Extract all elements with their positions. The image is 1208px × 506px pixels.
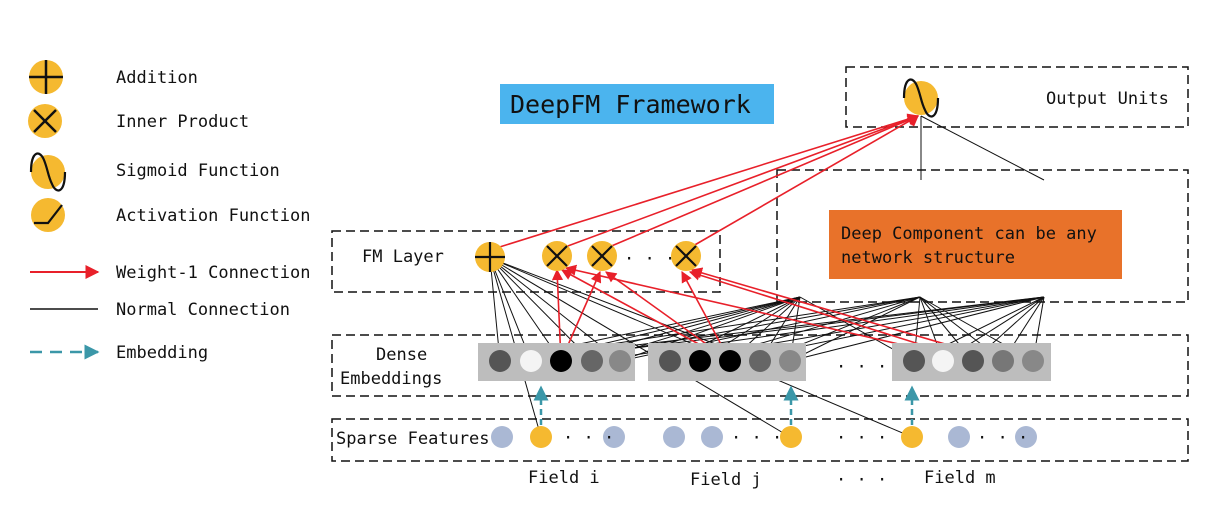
fm-ellipsis: · · · bbox=[624, 249, 675, 269]
fm-inner-product-node-1 bbox=[542, 241, 572, 271]
sigmoid-icon bbox=[29, 152, 67, 192]
dense-embeddings-box bbox=[331, 334, 1189, 397]
output-sigmoid-node bbox=[902, 78, 940, 118]
legend-inner-product-label: Inner Product bbox=[116, 112, 249, 132]
deep-component-text-1: Deep Component can be any bbox=[841, 224, 1097, 244]
legend-normal-label: Normal Connection bbox=[116, 300, 290, 320]
legend-embedding-label: Embedding bbox=[116, 343, 208, 363]
dense-nodes bbox=[489, 350, 1044, 372]
sparse-ellipsis-3: · · · bbox=[836, 428, 887, 448]
fm-inner-product-node-2 bbox=[587, 241, 617, 271]
legend: Addition Inner Product Sigmoid Function … bbox=[28, 60, 310, 363]
weight1-connections bbox=[489, 113, 1004, 362]
fm-layer-label: FM Layer bbox=[362, 247, 444, 267]
fm-addition-node bbox=[475, 242, 505, 272]
activation-icon bbox=[31, 198, 65, 232]
sparse-features-label: Sparse Features bbox=[336, 429, 490, 449]
fm-inner-product-node-3 bbox=[671, 241, 701, 271]
addition-icon bbox=[29, 60, 63, 94]
deep-component-note bbox=[829, 210, 1122, 279]
legend-addition-label: Addition bbox=[116, 68, 198, 88]
embedding-arrows bbox=[533, 385, 920, 425]
sparse-ellipsis-1: · · · bbox=[563, 428, 614, 448]
field-gap-label: · · · bbox=[836, 470, 887, 490]
deep-component-text-2: network structure bbox=[841, 248, 1015, 268]
field-i-label: Field i bbox=[528, 468, 600, 488]
sparse-ellipsis-2: · · · bbox=[731, 428, 782, 448]
title-box: DeepFM Framework bbox=[500, 84, 774, 124]
legend-weight1-label: Weight-1 Connection bbox=[116, 263, 310, 283]
output-units-box bbox=[845, 66, 1189, 128]
field-m-label: Field m bbox=[924, 468, 996, 488]
dense-label-line1: Dense bbox=[376, 345, 427, 365]
legend-activation-label: Activation Function bbox=[116, 206, 310, 226]
output-units-label: Output Units bbox=[1046, 89, 1169, 109]
sparse-ellipsis-4: · · · bbox=[977, 428, 1028, 448]
page-title: DeepFM Framework bbox=[510, 90, 751, 119]
deep-component-box bbox=[776, 169, 1189, 303]
dense-label-line2: Embeddings bbox=[340, 369, 442, 389]
dense-ellipsis: · · · bbox=[836, 357, 887, 377]
sparse-nodes bbox=[491, 426, 1037, 448]
legend-sigmoid-label: Sigmoid Function bbox=[116, 161, 280, 181]
inner-product-icon bbox=[28, 104, 62, 138]
field-j-label: Field j bbox=[690, 470, 762, 490]
